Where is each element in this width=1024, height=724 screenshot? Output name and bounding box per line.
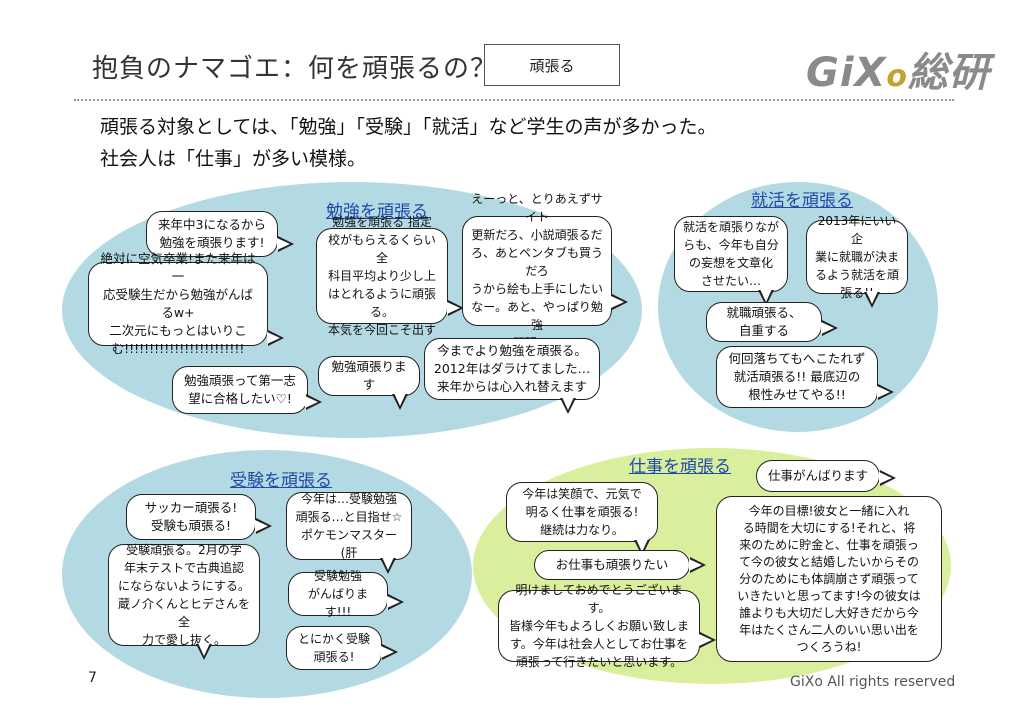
- speech-bubble: えーっと、とりあえずサイト 更新だろ、小説頑張るだ ろ、あとペンタブも買うだろ …: [462, 192, 612, 350]
- gixo-logo: GiXo総研: [806, 40, 990, 98]
- bubble-tail: [196, 643, 212, 660]
- bubble-tail: [267, 330, 284, 346]
- intro-line-1: 頑張る対象としては、「勉強」「受験」「就活」など学生の声が多かった。: [100, 116, 717, 138]
- speech-bubble: 2013年にいい企 業に就職が決ま るよう就活を頑 張る!!: [806, 214, 908, 300]
- speech-bubble: とにかく受験 頑張る!: [286, 626, 382, 670]
- speech-bubble: 勉強を頑張る 指定 校がもらえるくらい全 科目平均より少し上 はとれるように頑張…: [316, 215, 448, 337]
- bubble-tail: [821, 320, 838, 336]
- speech-bubble: 勉強頑張って第一志 望に合格したい♡!: [172, 366, 308, 414]
- bubble-tail: [689, 557, 706, 573]
- speech-bubble: 今年は笑顔で、元気で 明るく仕事を頑張る! 継続は力なり。: [506, 482, 658, 542]
- speech-bubble: 就活を頑張りなが らも、今年も自分 の妄想を文章化 させたい…: [674, 216, 788, 292]
- bubble-tail: [380, 557, 396, 574]
- bubble-tail: [277, 236, 294, 252]
- job-section-title: 就活を頑張る: [751, 191, 853, 211]
- bubble-tail: [255, 518, 272, 534]
- speech-bubble: 今年の目標!彼女と一緒に入れ る時間を大切にする!それと、将 来のために貯金と、…: [716, 496, 942, 662]
- speech-bubble: 勉強頑張ります: [318, 356, 420, 396]
- bubble-tail: [387, 594, 404, 610]
- bubble-tail: [447, 300, 464, 316]
- bubble-tail: [877, 384, 894, 400]
- bubble-tail: [699, 632, 716, 648]
- work-section-title: 仕事を頑張る: [629, 457, 731, 477]
- bubble-tail: [305, 394, 322, 410]
- bubble-tail: [560, 397, 576, 414]
- bubble-tail: [381, 644, 398, 660]
- study-section-title: 勉強を頑張る: [326, 202, 428, 222]
- logo-o: o: [886, 59, 909, 94]
- speech-bubble: 受験頑張る。2月の学 年末テストで古典追認 にならないようにする。 蔵ノ介くんと…: [108, 543, 260, 647]
- logo-main: GiX: [806, 50, 887, 96]
- bubble-tail: [879, 470, 896, 486]
- bubble-tail: [392, 393, 408, 410]
- speech-bubble: 受験勉強 がんばります!!!: [288, 569, 388, 619]
- speech-bubble: 今年は…受験勉強 頑張る…と目指せ☆ ポケモンマスター(肝: [286, 492, 412, 560]
- speech-bubble: 何回落ちてもへこたれず 就活頑張る!! 最底辺の 根性みせてやる!!: [716, 346, 878, 408]
- page-title: 抱負のナマゴエ：何を頑張るの？: [92, 54, 498, 84]
- speech-bubble: 来年中3になるから 勉強を頑張ります!: [146, 211, 278, 257]
- copyright-notice: GiXo All rights reserved: [790, 674, 956, 690]
- speech-bubble: 明けましておめでとうございます。 皆様今年もよろしくお願い致しま す。今年は社会…: [498, 583, 700, 669]
- header-divider: [74, 99, 954, 101]
- exam-section-title: 受験を頑張る: [230, 471, 332, 491]
- speech-bubble: サッカー頑張る! 受験も頑張る!: [126, 494, 256, 540]
- speech-bubble: 今までより勉強を頑張る。 2012年はダラけてました… 来年からは心入れ替えます: [424, 338, 600, 400]
- category-tag: 頑張る: [484, 44, 620, 86]
- speech-bubble: お仕事も頑張りたい: [534, 550, 690, 580]
- bubble-tail: [864, 291, 880, 308]
- page-number: 7: [88, 670, 97, 686]
- intro-line-2: 社会人は「仕事」が多い模様。: [100, 148, 367, 170]
- logo-suffix: 総研: [908, 50, 991, 96]
- bubble-tail: [611, 294, 628, 310]
- speech-bubble: 絶対に空気卒業!また来年は一 応受験生だから勉強がんばるw+ 二次元にもっとはい…: [88, 251, 268, 356]
- speech-bubble: 仕事がんばります: [756, 460, 880, 492]
- speech-bubble: 就職頑張る、 自重する: [706, 302, 822, 342]
